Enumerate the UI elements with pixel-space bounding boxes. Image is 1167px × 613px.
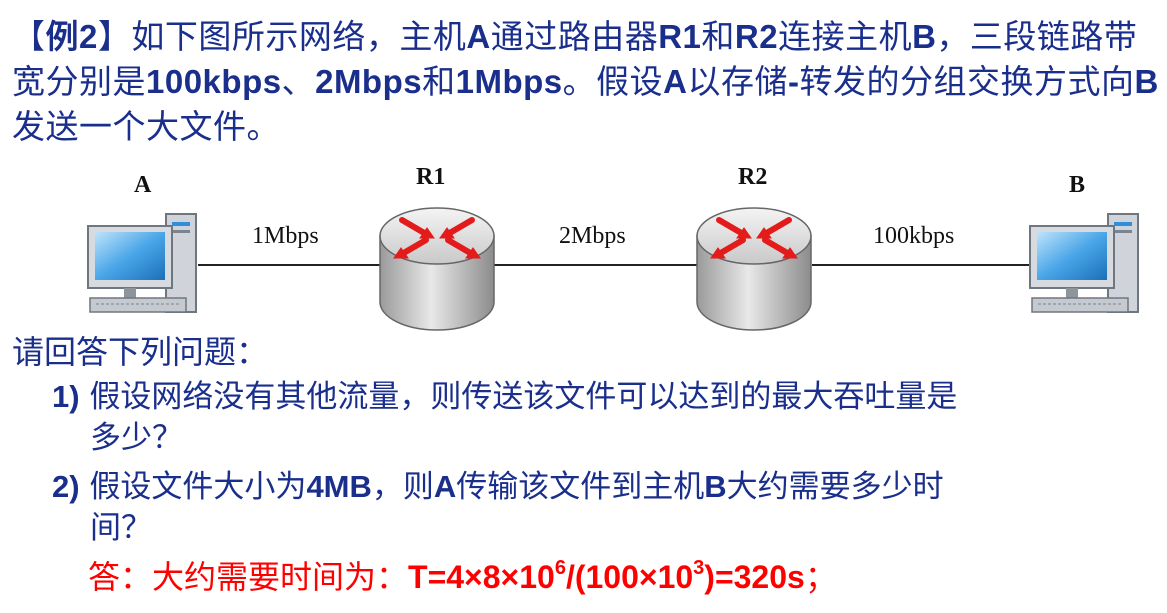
question-2: 2) 假设文件大小为4MB，则A传输该文件到主机B大约需要多少时 间？ [52, 466, 1162, 549]
text-5: ，三段链路带宽分别是 [12, 17, 1138, 101]
question-2-number: 2) [52, 469, 80, 504]
dash: - [787, 63, 800, 100]
text-6: 、 [281, 62, 316, 101]
text-10: 转发的分组交换方式向 [799, 62, 1135, 101]
host-b: B [912, 18, 937, 55]
bandwidth-2: 2Mbps [315, 63, 423, 100]
network-diagram: 1Mbps 2Mbps 100kbps A R1 R2 B [0, 160, 1167, 335]
answer-formula-part-2: /(100×10 [565, 559, 694, 595]
node-label-r1: R1 [416, 164, 445, 190]
answer-exponent-2: 3 [693, 557, 705, 579]
question-2-text-a: 假设文件大小为 [89, 469, 307, 505]
question-2-text-c: 传输该文件到主机 [456, 469, 705, 505]
question-2-host-a: A [433, 469, 457, 504]
text-4: 连接主机 [778, 17, 913, 56]
host-a-2: A [663, 63, 688, 100]
question-2-text-d: 大约需要多少时 [726, 469, 944, 505]
node-label-a: A [134, 172, 152, 198]
text-1: 如下图所示网络，主机 [131, 17, 467, 56]
bracket-open: 【 [12, 17, 46, 56]
router-r2: R2 [734, 18, 779, 55]
text-9: 以存储 [687, 62, 788, 101]
router-r1: R1 [658, 18, 702, 55]
bracket-close: 】 [97, 17, 132, 56]
text-7: 和 [422, 62, 456, 101]
questions-heading: 请回答下列问题： [12, 333, 269, 371]
question-1-number: 1) [52, 379, 80, 414]
answer: 答：大约需要时间为：T=4×8×106/(100×103)=320s； [88, 555, 837, 599]
bandwidth-1: 100kbps [146, 63, 282, 100]
node-label-r2: R2 [738, 164, 767, 190]
computer-icon [1029, 213, 1139, 313]
file-size: 4MB [306, 469, 372, 504]
host-b-2: B [1134, 63, 1159, 100]
network-diagram-svg: 1Mbps 2Mbps 100kbps A R1 R2 B [87, 164, 1139, 331]
problem-statement: 【例2】如下图所示网络，主机A通过路由器R1和R2连接主机B，三段链路带宽分别是… [12, 14, 1162, 149]
question-1-line-1: 假设网络没有其他流量，则传送该文件可以达到的最大吞吐量是 [89, 379, 958, 415]
question-2-text-b: ，则 [371, 469, 434, 505]
question-1-line-2: 多少？ [90, 420, 183, 456]
text-2: 通过路由器 [490, 17, 659, 56]
answer-formula-part-1: T=4×8×10 [408, 559, 555, 595]
text-11: 发送一个大文件。 [12, 107, 280, 146]
question-2-host-b: B [704, 469, 727, 504]
computer-icon [87, 213, 197, 313]
answer-suffix: ； [804, 558, 837, 596]
link-label-1: 1Mbps [252, 223, 319, 249]
host-a: A [466, 18, 491, 55]
example-tag: 例2 [45, 18, 98, 55]
text-3: 和 [701, 17, 735, 56]
link-label-3: 100kbps [873, 223, 954, 249]
question-1: 1) 假设网络没有其他流量，则传送该文件可以达到的最大吞吐量是 多少？ [52, 376, 1162, 459]
router-icon [379, 207, 495, 331]
text-8: 。假设 [562, 62, 664, 101]
answer-formula-part-3: )=320s [704, 559, 805, 595]
answer-exponent-1: 6 [554, 557, 566, 579]
link-label-2: 2Mbps [559, 223, 626, 249]
bandwidth-3: 1Mbps [455, 63, 563, 100]
question-2-line-2: 间？ [90, 510, 152, 546]
answer-prefix: 答：大约需要时间为： [88, 558, 409, 596]
node-label-b: B [1069, 172, 1085, 198]
router-icon [696, 207, 812, 331]
